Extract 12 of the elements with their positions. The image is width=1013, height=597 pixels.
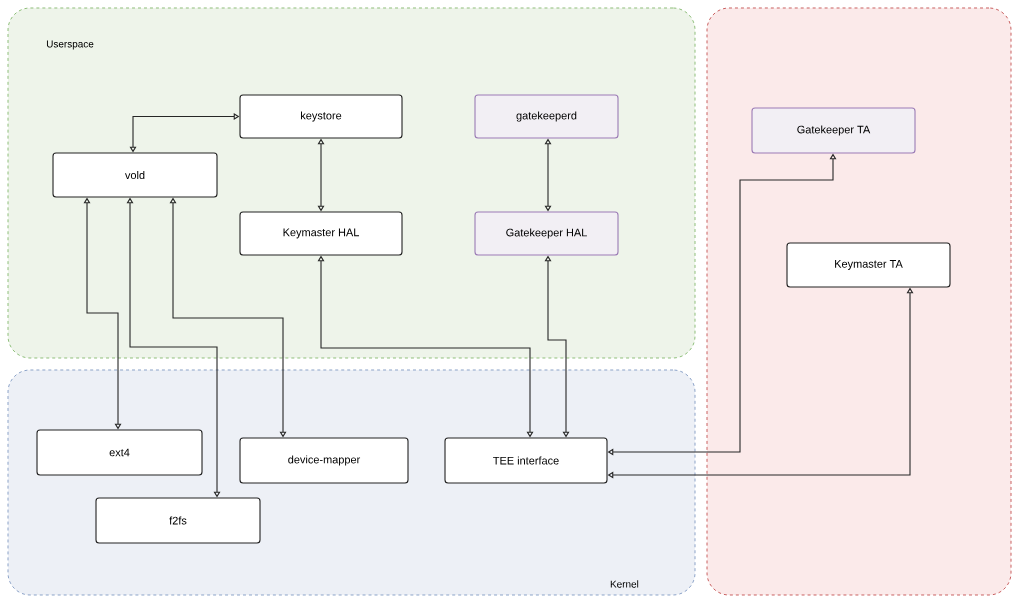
component-box: Keymaster HAL [239, 211, 403, 256]
component-box: vold [52, 152, 218, 198]
component-box: f2fs [95, 497, 261, 544]
component-box: Gatekeeper TA [751, 107, 916, 154]
component-box: ext4 [36, 429, 203, 476]
component-box: keystore [239, 94, 403, 139]
component-box: gatekeeperd [474, 94, 619, 139]
component-box: TEE interface [444, 437, 608, 484]
region-panel [706, 7, 1012, 596]
component-box: Gatekeeper HAL [474, 211, 619, 256]
component-box: Keymaster TA [786, 242, 951, 288]
component-box: device-mapper [239, 437, 409, 484]
